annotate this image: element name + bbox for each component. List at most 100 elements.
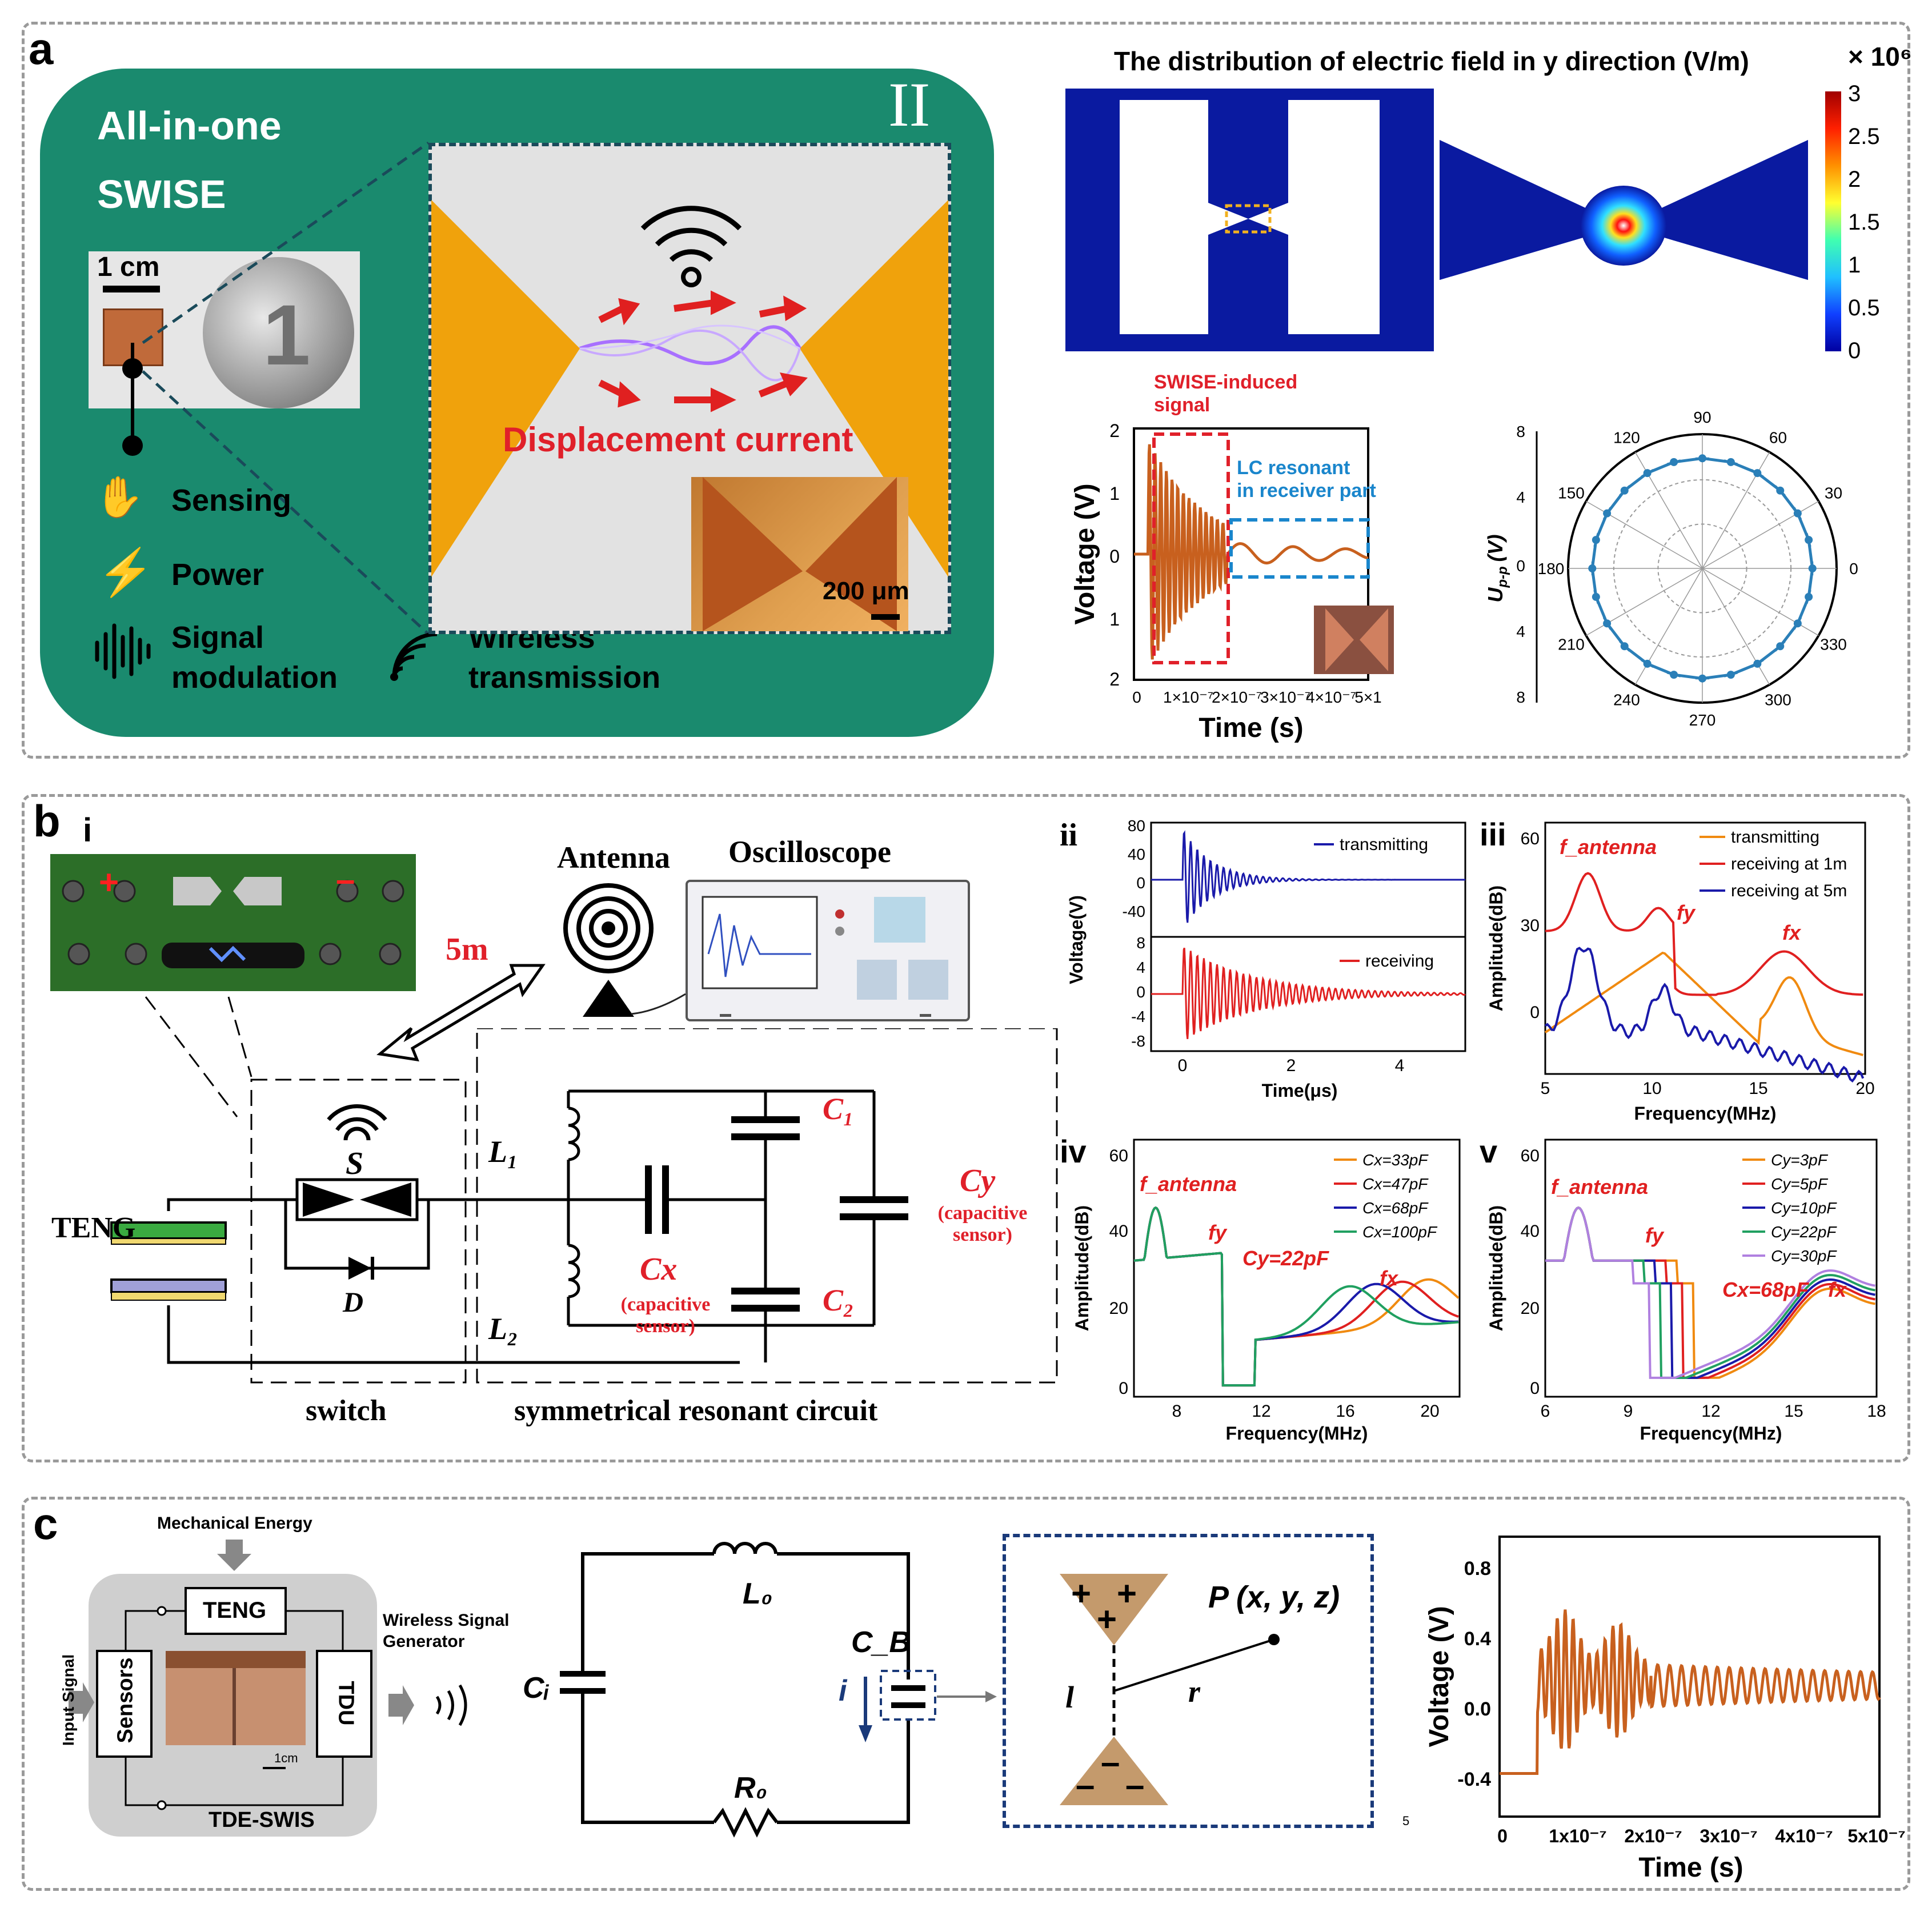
polar-angle-label: 120	[1613, 429, 1640, 447]
teng-label: TENG	[51, 1212, 136, 1244]
panel-a-polar-plot: 8 4 0 4 8 Up-p(V) 9060300330300270240210…	[1484, 408, 1858, 728]
capacitor-C2	[731, 1288, 800, 1312]
ylabel: Amplitude(dB)	[1072, 1205, 1092, 1331]
legend-item: Cx=68pF	[1362, 1199, 1429, 1217]
antenna-label: Antenna	[557, 840, 671, 875]
v-traces	[1545, 1206, 1875, 1379]
roman-numeral: II	[888, 70, 931, 139]
antenna-icon	[563, 883, 654, 1017]
micrograph-shapes	[703, 477, 900, 631]
xtick: 12	[1252, 1402, 1270, 1421]
note-red-1: SWISE-induced	[1154, 371, 1297, 393]
transmitting-trace	[1151, 830, 1465, 923]
chart-label: v	[1480, 1133, 1497, 1169]
chart-ii: ii 80 40 0 -40 8 4 0 -4 -8 0 2 4 Time(μs…	[1060, 817, 1466, 1101]
xlabel: Time (s)	[1199, 713, 1303, 743]
xtick: 20	[1420, 1402, 1439, 1421]
panel-c-frame	[22, 1497, 1910, 1891]
ytick: 0	[1530, 1003, 1540, 1022]
sensors-label: Sensors	[113, 1657, 138, 1743]
ytick: 8	[1136, 934, 1145, 952]
fy-label: fy	[1645, 1224, 1665, 1247]
coin-image	[203, 257, 354, 408]
resistor-R0-label: R₀	[734, 1771, 768, 1805]
chart-iv: iv 60 40 20 0 8 12 16 20 Frequency(MHz) …	[1060, 1133, 1461, 1444]
legend-item: Cy=3pF	[1771, 1151, 1829, 1169]
capacitor-Ci	[560, 1671, 606, 1694]
stray-mark: 5	[1402, 1814, 1410, 1828]
board-components: + –	[62, 860, 404, 968]
legend-item: Cx=47pF	[1362, 1175, 1429, 1193]
fy-label: fy	[1208, 1221, 1228, 1244]
polar-ylabel: Up-p(V)	[1484, 534, 1510, 602]
polar-angle-label: 150	[1558, 484, 1585, 502]
xtick: 1x10⁻⁷	[1549, 1826, 1606, 1846]
polar-angle-label: 270	[1689, 711, 1716, 728]
radial-tick: 8	[1516, 423, 1525, 440]
capacitor-Cy	[840, 1196, 908, 1220]
wireless-gen-label-1: Wireless Signal	[383, 1611, 510, 1630]
panel-label-c: c	[33, 1498, 58, 1549]
legend-item: Cy=10pF	[1771, 1199, 1837, 1217]
xtick: 5	[1541, 1079, 1550, 1098]
ytick: 40	[1109, 1222, 1128, 1241]
f-antenna-label: f_antenna	[1560, 835, 1657, 859]
polar-angle-label: 0	[1849, 560, 1858, 578]
wireless-out-icon	[435, 1684, 467, 1726]
capacitor-Cx-sub: (capacitive sensor)	[620, 1294, 711, 1337]
resonant-circuit-label: symmetrical resonant circuit	[514, 1394, 878, 1427]
oscilloscope-screen	[702, 896, 948, 1017]
input-signal-label: Input Signal	[59, 1654, 77, 1746]
polar-angle-label: 60	[1769, 429, 1787, 447]
waveform-trace	[1500, 1609, 1881, 1775]
xtick: 4	[1395, 1056, 1405, 1075]
ytick: 1	[1109, 609, 1120, 630]
lc-resonant-box	[1229, 518, 1370, 579]
cbar-tick: 2	[1848, 167, 1861, 192]
point-P-label: P (x, y, z)	[1208, 1580, 1340, 1614]
capacitor-C1	[731, 1116, 800, 1140]
displacement-arrows	[598, 290, 808, 412]
capacitor-Cx-label: Cx	[640, 1252, 678, 1287]
spectrum-trace	[1133, 1206, 1459, 1387]
plot-area	[1544, 821, 1866, 1075]
ytick: -4	[1131, 1008, 1145, 1025]
ytick: 60	[1109, 1147, 1128, 1165]
panel-a-waveform-plot: SWISE-induced signal 2 1 0 1 2 Voltage (…	[1070, 371, 1394, 743]
xtick: 4x10⁻⁷	[1775, 1826, 1833, 1846]
inductor-L0	[712, 1542, 777, 1554]
radial-tick: 4	[1516, 488, 1525, 506]
xtick: 2x10⁻⁷	[1624, 1826, 1682, 1846]
distance-r-label: r	[1188, 1674, 1201, 1709]
efield-zoom-shapes	[1440, 89, 1808, 351]
note-blue-1: LC resonant	[1237, 457, 1350, 479]
fx-label: fx	[1828, 1278, 1847, 1301]
swise-signal-box	[1152, 432, 1230, 664]
legend-transmitting: transmitting	[1340, 835, 1428, 854]
xtick: 10	[1642, 1079, 1661, 1098]
panel-c-waveform-plot: 0.8 0.4 0.0 -0.4 0 1x10⁻⁷ 2x10⁻⁷ 3x10⁻⁷ …	[1424, 1536, 1906, 1883]
plot-area	[1133, 1139, 1461, 1398]
xtick: 15	[1749, 1079, 1767, 1098]
xtick: 6	[1541, 1402, 1550, 1421]
scale-1cm-label: 1 cm	[97, 252, 160, 282]
ytick: 80	[1128, 817, 1145, 835]
bowtie-electrodes	[431, 200, 948, 577]
efield-title: The distribution of electric field in y …	[1114, 46, 1749, 76]
waveform-icon	[95, 623, 151, 679]
legend-item: Cx=33pF	[1362, 1151, 1429, 1169]
inductor-L2	[568, 1244, 580, 1298]
ytick: 40	[1128, 845, 1145, 863]
ytick: 0	[1136, 874, 1145, 892]
dipole-box	[1003, 1534, 1374, 1828]
chart-label: ii	[1060, 817, 1077, 853]
xtick: 0	[1132, 688, 1141, 706]
scale-1cm-c: 1cm	[274, 1751, 298, 1765]
teng-label-c: TENG	[203, 1598, 267, 1623]
note-blue-2: in receiver part	[1237, 480, 1376, 502]
